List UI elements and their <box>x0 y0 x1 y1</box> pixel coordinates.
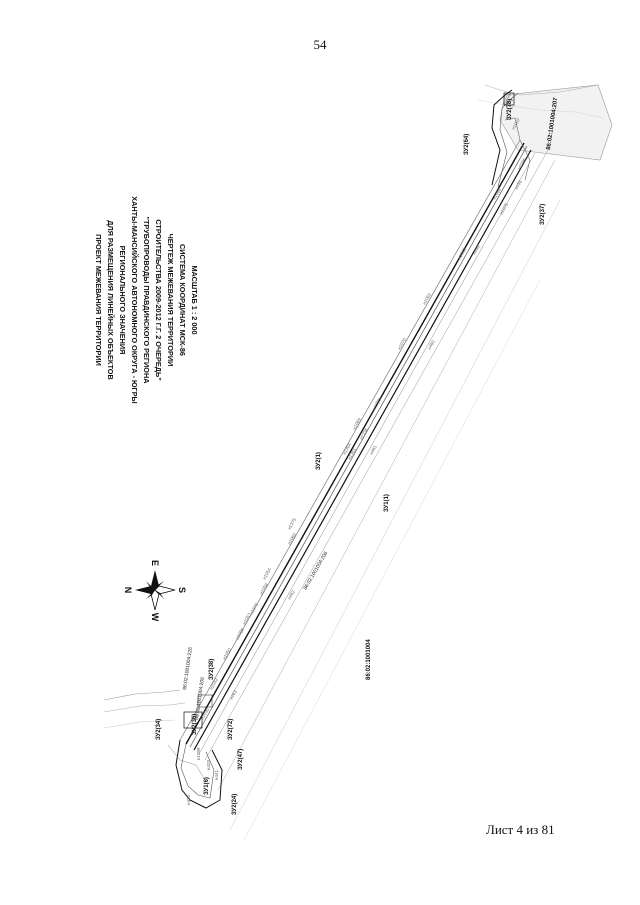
point-label: н458 <box>514 179 524 191</box>
parcel-left-a-label: 86:02:1001004:226 <box>182 647 194 691</box>
title-line: СИСТЕМА КООРДИНАТ МСК-86 <box>178 244 187 356</box>
point-label: н460 <box>427 339 437 351</box>
zu-label: ЗУ2(38) <box>209 659 215 680</box>
zu-label: ЗУ2(78) <box>507 99 513 120</box>
zu-label: ЗУ2(64) <box>464 134 470 155</box>
compass-south: S <box>177 587 187 593</box>
point-label: н1070 <box>397 337 408 351</box>
plot-top-left-lines <box>103 689 186 729</box>
zu-label: ЗУ2(36) <box>192 714 198 735</box>
title-block: ПРОЕКТ МЕЖЕВАНИЯ ТЕРРИТОРИИ ДЛЯ РАЗМЕЩЕН… <box>94 196 199 403</box>
title-line: "ТРУБОПРОВОДЫ ПРАВДИНСКОГО РЕГИОНА <box>142 217 151 385</box>
zu-label: ЗУ2(72) <box>228 719 234 740</box>
point-label: н1370 <box>249 602 260 616</box>
title-line: ХАНТЫ-МАНСИЙСКОГО АВТОНОМНОГО ОКРУГА - Ю… <box>130 196 139 403</box>
point-label: н1082 <box>422 292 433 306</box>
point-label: н1097 <box>511 117 522 131</box>
zu-label: ЗУ2(1) <box>316 452 322 470</box>
point-label: н1096 <box>517 157 528 171</box>
point-label: н423 <box>186 795 191 805</box>
zu-label: ЗУ1(1) <box>384 494 390 512</box>
zu-label: ЗУ2(24) <box>232 794 238 815</box>
point-label: н1069 <box>352 417 363 431</box>
point-label: н1336 <box>359 427 370 441</box>
point-label: н441 <box>214 770 219 780</box>
title-line: МАСШТАБ 1 : 2 000 <box>190 265 199 334</box>
point-label: н459 <box>472 244 482 256</box>
plot-top-right <box>477 84 613 161</box>
title-line: ПРОЕКТ МЕЖЕВАНИЯ ТЕРРИТОРИИ <box>94 234 103 366</box>
point-label: н1083 <box>457 247 468 261</box>
point-label: н1075 <box>499 202 510 216</box>
point-label: н1058 <box>259 582 270 596</box>
point-label: н1098 <box>502 92 513 106</box>
zu-label: ЗУ2(34) <box>156 719 162 740</box>
sheet-number-label: Лист 4 из 81 <box>486 822 555 837</box>
compass-rose-icon: N E S W <box>123 560 187 622</box>
point-label: н1056 <box>235 627 246 641</box>
point-label: н1060 <box>287 532 298 546</box>
point-label: н1384 <box>342 442 353 456</box>
map-labels: 86:02:1001004 86:02:1001004:206 86:02:10… <box>156 92 559 815</box>
compass-north: N <box>123 587 133 594</box>
point-label: н463 <box>229 689 239 701</box>
parcel-left-b-label: 86:02:1001004:206 <box>194 677 206 721</box>
point-label: н433 <box>206 760 211 770</box>
block-number-label: 86:02:1001004 <box>366 639 372 680</box>
zu-label: ЗУ2(37) <box>540 204 546 225</box>
point-label: н1050 <box>222 647 233 661</box>
point-label: н1086 <box>492 187 503 201</box>
zu-label: ЗУ1(6) <box>204 777 210 795</box>
point-label: н1030 <box>200 707 211 721</box>
zu-label: ЗУ2(47) <box>238 749 244 770</box>
corridor-bottom-end <box>167 694 223 809</box>
point-label: н1395 <box>372 397 383 411</box>
point-label: н461 <box>369 444 379 456</box>
pipeline-corridor <box>179 139 561 841</box>
corridor-parcel-label: 86:02:1001004:206 <box>303 550 330 591</box>
point-label: н1375 <box>287 517 298 531</box>
point-label: н462 <box>287 589 297 601</box>
point-label: н1099 <box>196 747 201 760</box>
compass-east: E <box>150 560 160 566</box>
point-label: н1054 <box>262 567 273 581</box>
page-number: 54 <box>313 37 327 52</box>
point-label: н1381 <box>347 447 358 461</box>
point-label: н1042 <box>209 677 220 691</box>
compass-west: W <box>150 613 160 622</box>
title-line: СТРОИТЕЛЬСТВА 2009-2012 Г.Г. 2 ОЧЕРЕДЬ" <box>154 219 163 380</box>
corridor-top-end <box>491 89 531 188</box>
point-label: н1057 <box>242 612 253 626</box>
title-line: ЧЕРТЕЖ МЕЖЕВАНИЯ ТЕРРИТОРИИ <box>166 234 175 367</box>
title-line: РЕГИОНАЛЬНОГО ЗНАЧЕНИЯ <box>118 246 127 355</box>
title-line: ДЛЯ РАЗМЕЩЕНИЯ ЛИНЕЙНЫХ ОБЪЕКТОВ <box>106 220 115 379</box>
